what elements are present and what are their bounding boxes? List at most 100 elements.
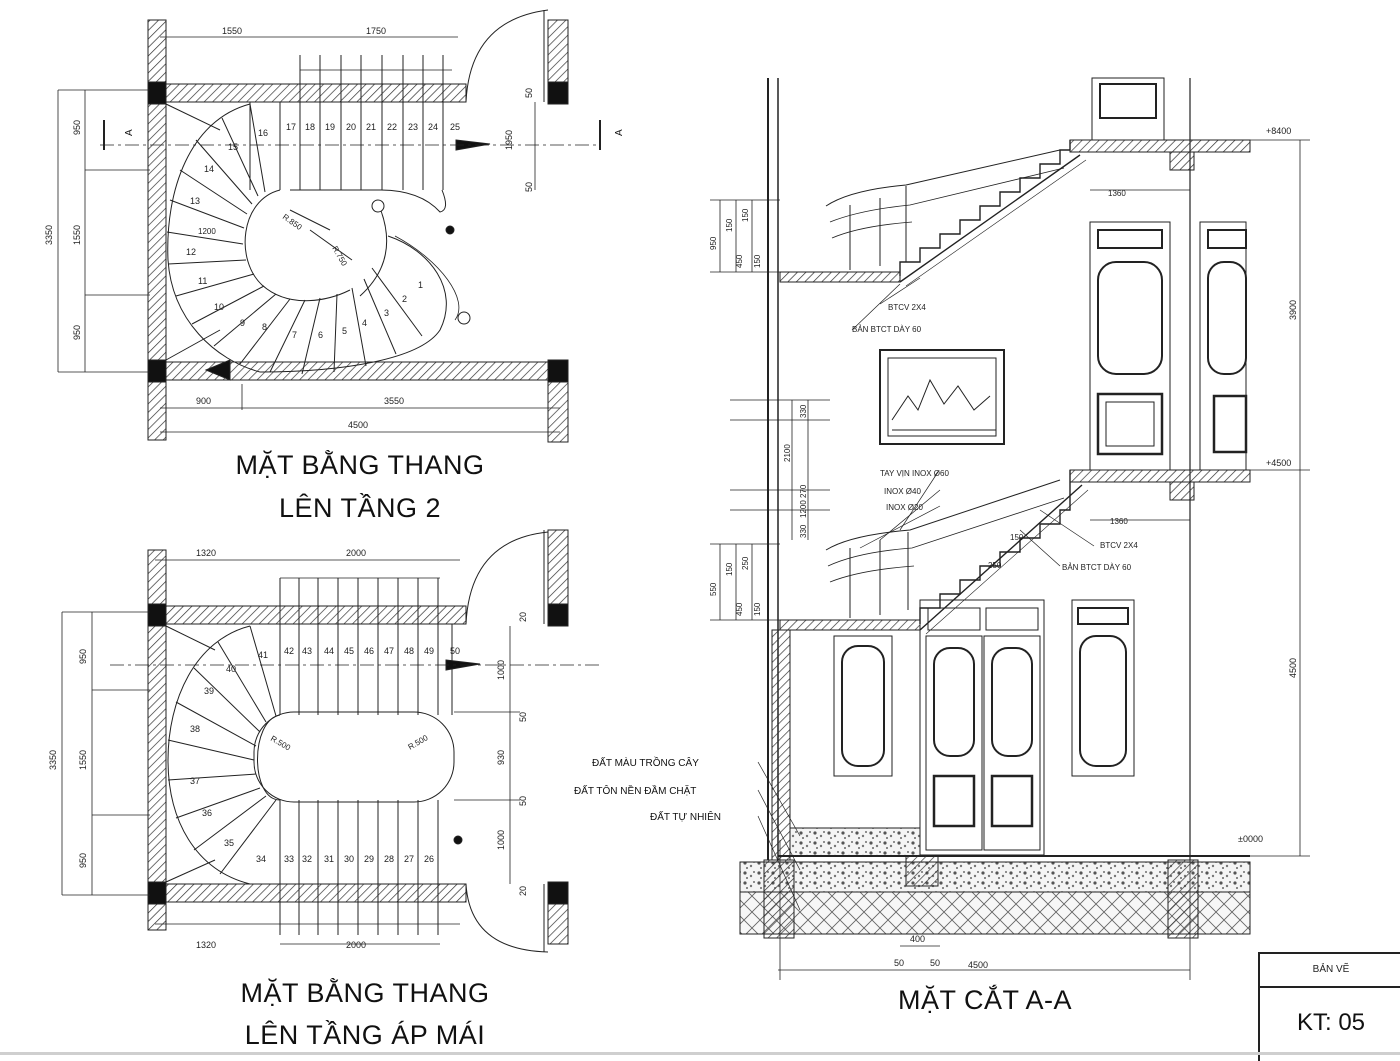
- plan-stair-floor-2: 1550 1750 900 3550 4500 3350 950 1550 95…: [44, 9, 625, 443]
- door-swing-arc: [465, 9, 549, 103]
- dim-upper-1360: 1360: [1108, 189, 1126, 198]
- slab-upper-landing: [779, 271, 901, 283]
- step-47: 47: [384, 646, 394, 656]
- step-28: 28: [384, 854, 394, 864]
- inner-curve: [257, 714, 281, 801]
- dim-left-1550: 1550: [78, 750, 88, 770]
- step-15: 15: [228, 142, 238, 152]
- section-dimension-lines: [710, 139, 1310, 980]
- dim-lower-550: 550: [709, 582, 718, 596]
- label-btcv-lower: BTCV 2X4: [1100, 541, 1138, 550]
- dim-lower-150-b: 150: [753, 602, 762, 616]
- step-18: 18: [305, 122, 315, 132]
- step-49: 49: [424, 646, 434, 656]
- upper-door: [1089, 221, 1171, 471]
- dim-lower-270: 270: [799, 484, 808, 498]
- dim-right-930: 930: [496, 750, 506, 765]
- tread-250: 250: [988, 561, 1002, 570]
- window-right: [1071, 599, 1135, 777]
- slab-lower-landing: [779, 619, 921, 631]
- step-42: 42: [284, 646, 294, 656]
- dim-lower-1200: 1200: [799, 500, 808, 518]
- window-left: [833, 635, 893, 777]
- title-block-label: BẢN VẼ: [1260, 954, 1400, 988]
- radius-500-right: R.500: [407, 733, 430, 752]
- step-41: 41: [258, 650, 268, 660]
- step-33: 33: [284, 854, 294, 864]
- step-16: 16: [258, 128, 268, 138]
- step-38: 38: [190, 724, 200, 734]
- outer-curve: [167, 625, 251, 885]
- step-9: 9: [240, 318, 245, 328]
- step-20: 20: [346, 122, 356, 132]
- step-26: 26: [424, 854, 434, 864]
- dim-left-3350: 3350: [48, 750, 58, 770]
- step-7: 7: [292, 330, 297, 340]
- step-24: 24: [428, 122, 438, 132]
- plan1-title-line2: LÊN TẦNG 2: [278, 493, 442, 523]
- dim-upper-150-a: 150: [725, 218, 734, 232]
- upper-handrail: [825, 149, 1061, 207]
- dim-upper-150-b: 150: [741, 208, 750, 222]
- title-block: BẢN VẼ KT: 05: [1258, 952, 1400, 1061]
- bottom-flight-treads: [279, 800, 439, 935]
- step-30: 30: [344, 854, 354, 864]
- dim-right-1950: 1950: [504, 130, 514, 150]
- door-swing-top: [465, 531, 549, 625]
- dim-left-950-a: 950: [72, 120, 82, 135]
- step-40: 40: [226, 664, 236, 674]
- compacted-soil: [739, 861, 1251, 893]
- wall-top: [165, 605, 467, 625]
- dim-lower-450: 450: [735, 602, 744, 616]
- label-topsoil: ĐẤT MÀU TRỒNG CÂY: [592, 756, 699, 769]
- soil-fill: [789, 827, 921, 857]
- dim-left-950-b: 950: [72, 325, 82, 340]
- plan2-step-numbers: 41 42 43 44 45 46 47 48 49 50 40 39 38 3…: [190, 646, 460, 864]
- dim-upper-150-c: 150: [753, 254, 762, 268]
- outer-curve: [167, 103, 261, 373]
- label-inox-40: INOX Ø40: [884, 487, 921, 496]
- step-5: 5: [342, 326, 347, 336]
- dim-upper-950: 950: [709, 236, 718, 250]
- dim-right-50-b: 50: [518, 796, 528, 806]
- dim-right-1000-a: 1000: [496, 660, 506, 680]
- step-4: 4: [362, 318, 367, 328]
- dim-400: 400: [910, 934, 925, 944]
- label-handrail: TAY VỊN INOX Ø60: [880, 469, 949, 478]
- step-6: 6: [318, 330, 323, 340]
- radius-500-left: R.500: [269, 734, 292, 753]
- dim-4500: 4500: [348, 420, 368, 430]
- step-35: 35: [224, 838, 234, 848]
- wall-left: [147, 549, 167, 931]
- step-39: 39: [204, 686, 214, 696]
- step-36: 36: [202, 808, 212, 818]
- handrail-top: [290, 189, 446, 213]
- step-8: 8: [262, 322, 267, 332]
- wall-painting: [879, 349, 1005, 445]
- dim-top-1320: 1320: [196, 548, 216, 558]
- dim-4500: 4500: [968, 960, 988, 970]
- label-slab-upper: BẢN BTCT DÀY 60: [852, 325, 922, 334]
- top-flight-treads: [279, 578, 453, 715]
- slab-8400: [1069, 139, 1251, 153]
- step-37: 37: [190, 776, 200, 786]
- step-45: 45: [344, 646, 354, 656]
- dim-bottom-1320: 1320: [196, 940, 216, 950]
- label-natural-soil: ĐẤT TỰ NHIÊN: [650, 810, 721, 823]
- step-27: 27: [404, 854, 414, 864]
- step-25: 25: [450, 122, 460, 132]
- section-mark-right: A: [614, 129, 625, 136]
- height-4500: 4500: [1288, 658, 1298, 678]
- step-50: 50: [450, 646, 460, 656]
- dim-right-1000-b: 1000: [496, 830, 506, 850]
- dim-lower-1360: 1360: [1110, 517, 1128, 526]
- plan2-dimension-lines: [61, 559, 520, 945]
- dim-right-20-b: 20: [518, 886, 528, 896]
- lower-handrail: [825, 479, 1061, 551]
- section-mark-left: A: [124, 129, 135, 136]
- dim-left-950-a: 950: [78, 649, 88, 664]
- step-14: 14: [204, 164, 214, 174]
- step-2: 2: [402, 294, 407, 304]
- riser-150: 150: [1010, 533, 1024, 542]
- section-title: MẶT CẮT A-A: [897, 985, 1073, 1015]
